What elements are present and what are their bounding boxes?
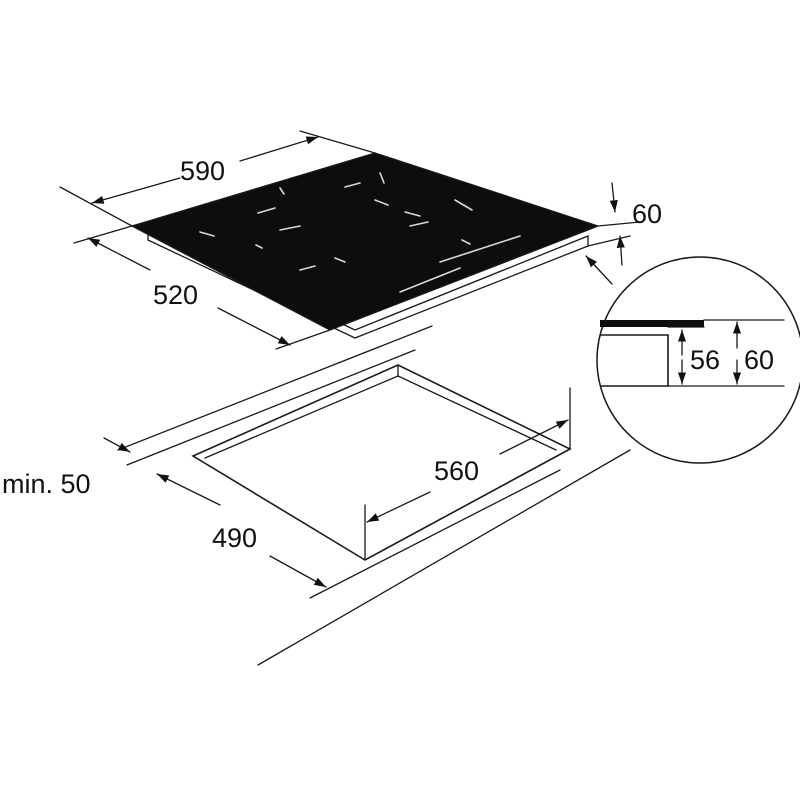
detail-view: 56 60 [585, 255, 800, 464]
cooking-zone-marks [199, 172, 521, 293]
cutout-width-label: 560 [434, 456, 479, 486]
cutout-depth-label: 490 [212, 523, 257, 553]
detail-glass-plate [600, 320, 704, 327]
hob-width-dimension: 590 [59, 130, 376, 227]
min-distance-dimension: min. 50 [2, 437, 131, 499]
min-distance-label: min. 50 [2, 469, 91, 499]
detail-inner-height-label: 56 [690, 345, 720, 375]
hob-height-label: 60 [632, 199, 662, 229]
hob-width-label: 590 [180, 156, 225, 186]
hob [130, 152, 600, 339]
hob-depth-dimension: 520 [73, 225, 331, 350]
detail-circle [596, 256, 800, 464]
cutout-width-dimension: 560 [364, 387, 571, 561]
cutout-depth-dimension: 490 [156, 473, 327, 588]
detail-total-height-label: 60 [744, 345, 774, 375]
worktop [117, 325, 631, 666]
hob-height-dimension: 60 [587, 182, 662, 266]
hob-depth-label: 520 [153, 280, 198, 310]
